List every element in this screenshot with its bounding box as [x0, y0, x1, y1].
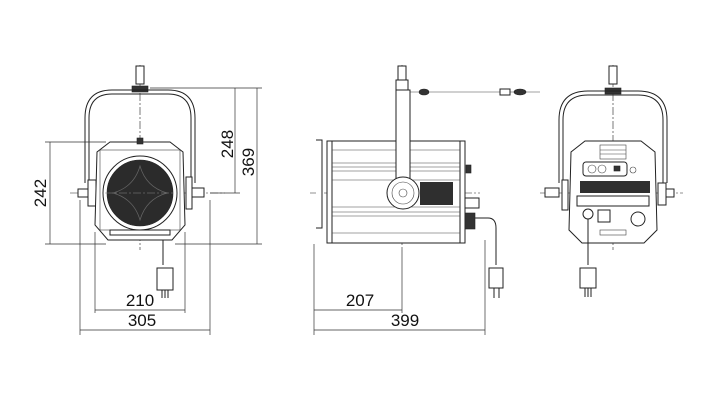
front-flange	[326, 140, 333, 244]
control-knob	[629, 166, 637, 174]
power-plug	[488, 267, 504, 289]
yoke-hub	[386, 176, 420, 210]
power-plug	[156, 267, 174, 291]
dim-label-248: 248	[218, 130, 237, 158]
dmx-out-connector	[597, 164, 607, 174]
label-plate	[599, 229, 627, 236]
rear-view	[540, 65, 683, 297]
spigot	[608, 65, 618, 85]
dim-label-369: 369	[239, 148, 258, 176]
rear-flange	[459, 140, 466, 244]
rear-bracket	[464, 197, 480, 209]
power-plug	[579, 267, 597, 289]
top-knob	[136, 137, 144, 145]
dim-label-242: 242	[31, 179, 50, 207]
yoke-inner	[562, 94, 664, 183]
front-view	[70, 65, 225, 298]
yoke-knob-left	[87, 179, 97, 207]
side-dimensions: 207 399	[313, 240, 486, 335]
cable-gland	[464, 212, 476, 230]
dmx-in-connector	[587, 164, 597, 174]
carabiner	[499, 88, 511, 96]
yoke-knob-left	[561, 179, 569, 211]
bottom-bar	[109, 229, 171, 236]
yoke-arm	[395, 89, 411, 186]
yoke	[558, 90, 668, 183]
yoke-bolt	[398, 188, 408, 198]
rear-knob	[465, 164, 472, 174]
dim-label-305: 305	[128, 311, 156, 330]
top-vent	[599, 144, 627, 160]
yoke-bolt-right	[665, 188, 675, 198]
spigot	[135, 65, 145, 85]
yoke-knob-right	[185, 176, 193, 210]
power-outlet	[597, 209, 611, 223]
carabiner-clip	[513, 88, 527, 96]
yoke	[84, 89, 196, 183]
side-view	[310, 65, 540, 298]
yoke-bolt-left	[77, 188, 89, 198]
yoke-bolt-right	[191, 187, 205, 198]
dim-label-399: 399	[391, 311, 419, 330]
yoke-hub-inner	[391, 181, 415, 205]
yoke-inner	[88, 93, 192, 183]
barndoor-holder	[316, 139, 323, 229]
cable-loop	[418, 88, 430, 96]
power-cable	[475, 217, 497, 265]
yoke-bolt-left	[544, 187, 560, 198]
spigot-nut	[131, 85, 149, 93]
spigot-base	[395, 79, 409, 91]
dim-label-207: 207	[346, 291, 374, 310]
dip-switch	[613, 165, 621, 172]
power-switch	[630, 211, 646, 227]
spigot	[397, 65, 407, 81]
dim-label-210: 210	[126, 291, 154, 310]
control-panel	[582, 161, 628, 177]
yoke-knob-right	[657, 182, 667, 206]
front-dimensions: 242 248 369 210 305	[31, 87, 262, 335]
lens-pattern	[111, 164, 169, 222]
vent-grille	[420, 182, 453, 205]
rear-vent-grille	[580, 181, 650, 193]
handle-bar	[576, 195, 650, 207]
